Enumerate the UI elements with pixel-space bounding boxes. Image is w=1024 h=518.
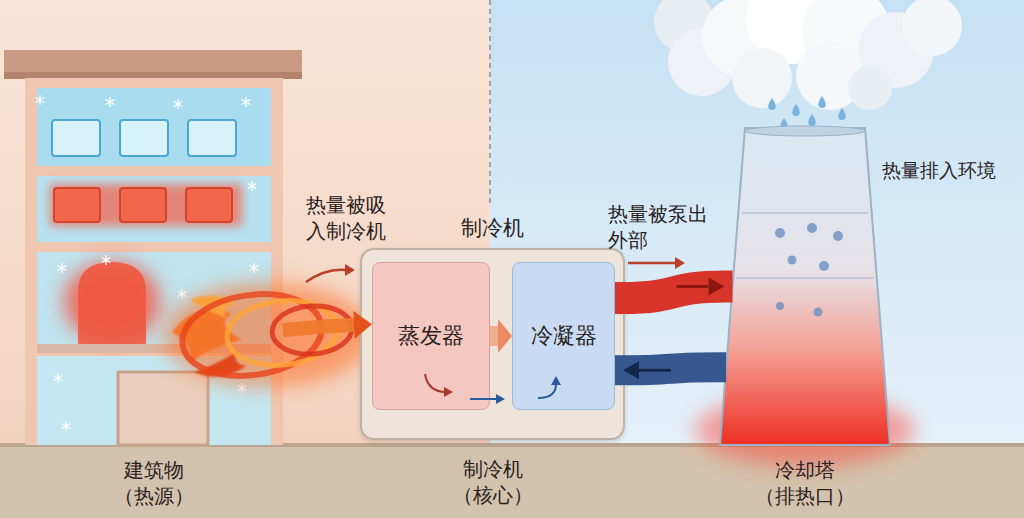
arrowhead bbox=[498, 319, 512, 353]
building-illustration bbox=[250, 263, 259, 273]
edge-label: 热量被吸入制冷机 bbox=[306, 192, 390, 244]
building-illustration bbox=[242, 97, 251, 107]
small-arrow bbox=[628, 262, 676, 265]
building-illustration bbox=[118, 372, 208, 445]
caption-label: 冷却塔 （排热口） bbox=[740, 457, 870, 509]
building-illustration bbox=[248, 181, 257, 191]
cooling-tower: 冷却塔 （排热口） bbox=[720, 128, 890, 445]
text-holder: 热量排入环境 bbox=[882, 158, 996, 183]
arrowhead bbox=[623, 361, 639, 379]
annotation: 热量排入环境 bbox=[882, 158, 996, 183]
text-holder: 制冷机 bbox=[461, 215, 524, 242]
water-bubble bbox=[775, 228, 785, 238]
heat-transfer-arrow bbox=[490, 319, 512, 353]
small-arrow bbox=[306, 270, 346, 282]
building-illustration bbox=[37, 88, 271, 166]
text-holder: 热量被泵出外部 bbox=[608, 201, 714, 253]
small-arrow bbox=[470, 398, 497, 400]
building-illustration bbox=[54, 188, 100, 222]
building-illustration bbox=[120, 120, 168, 156]
building-illustration bbox=[25, 78, 283, 445]
building-illustration bbox=[102, 255, 111, 265]
background bbox=[490, 0, 1024, 446]
arrowhead bbox=[709, 278, 725, 296]
steam-cloud bbox=[732, 48, 792, 108]
tower-rim bbox=[745, 126, 865, 136]
building-illustration bbox=[188, 120, 236, 156]
text-holder: 冷却塔 （排热口） bbox=[740, 457, 870, 509]
caption-label: 制冷机 bbox=[461, 215, 524, 242]
heat-swirl bbox=[164, 283, 372, 387]
building-illustration bbox=[54, 373, 63, 383]
building-illustration bbox=[50, 184, 242, 226]
hot-water-pipe bbox=[615, 278, 733, 299]
water-bubble bbox=[776, 302, 784, 310]
water-bubble bbox=[833, 231, 843, 241]
steam-cloud bbox=[768, 98, 776, 110]
small-arrow bbox=[306, 257, 685, 404]
building-illustration bbox=[62, 421, 71, 431]
building-illustration bbox=[174, 99, 183, 109]
text-holder: 蒸发器 bbox=[398, 322, 464, 351]
steam-cloud bbox=[792, 104, 800, 116]
building-illustration bbox=[186, 188, 232, 222]
building-illustration bbox=[4, 72, 302, 79]
flow-line bbox=[677, 285, 709, 288]
edge-label: 热量被泵出外部 bbox=[608, 201, 714, 253]
building-illustration bbox=[78, 262, 146, 346]
water-bubble bbox=[819, 261, 829, 271]
tower-band bbox=[736, 277, 874, 279]
water-bubble bbox=[814, 308, 823, 317]
building-illustration bbox=[52, 120, 100, 156]
steam-cloud bbox=[818, 96, 826, 108]
small-arrow bbox=[345, 264, 355, 276]
heat-flow-arrow bbox=[283, 311, 372, 339]
water-bubble bbox=[788, 256, 797, 265]
caption-label: 建筑物 （热源） bbox=[89, 457, 219, 509]
condenser-box: 冷凝器 bbox=[512, 262, 615, 410]
building-illustration bbox=[58, 263, 67, 273]
background bbox=[0, 0, 490, 446]
building-illustration bbox=[36, 95, 45, 105]
heat-swirl bbox=[164, 283, 372, 387]
box-label: 冷凝器 bbox=[531, 322, 597, 351]
arrowhead bbox=[353, 311, 372, 339]
text-holder: 热量被吸入制冷机 bbox=[306, 192, 390, 244]
steam-cloud bbox=[654, 0, 962, 466]
tower-outline bbox=[720, 128, 890, 445]
text-holder: 建筑物 （热源） bbox=[89, 457, 219, 509]
building-illustration bbox=[106, 97, 115, 107]
steam-cloud bbox=[848, 66, 892, 110]
small-arrow bbox=[444, 387, 453, 397]
heat-flow-arrow bbox=[283, 325, 358, 330]
tower-outline bbox=[720, 128, 890, 445]
small-arrow bbox=[496, 394, 505, 404]
background bbox=[489, 0, 491, 204]
flow-line bbox=[639, 369, 671, 372]
small-arrow bbox=[675, 257, 685, 269]
text-holder: 冷凝器 bbox=[531, 322, 597, 351]
building-illustration bbox=[37, 176, 271, 242]
building-illustration bbox=[120, 188, 166, 222]
steam-cloud bbox=[838, 108, 846, 120]
small-arrow bbox=[538, 384, 556, 398]
water-bubble bbox=[807, 223, 817, 233]
cold-water-pipe bbox=[615, 361, 726, 379]
small-arrow bbox=[551, 376, 561, 385]
tower-band bbox=[742, 212, 868, 214]
steam-cloud bbox=[808, 114, 816, 126]
box-label: 蒸发器 bbox=[398, 322, 464, 351]
building-illustration bbox=[4, 50, 302, 74]
building-illustration bbox=[178, 289, 187, 299]
steam-cloud bbox=[902, 0, 962, 56]
small-arrow bbox=[425, 374, 446, 392]
caption-label: 制冷机 （核心） bbox=[428, 456, 558, 508]
building: 建筑物 （热源） bbox=[25, 78, 283, 445]
text-holder: 制冷机 （核心） bbox=[428, 456, 558, 508]
